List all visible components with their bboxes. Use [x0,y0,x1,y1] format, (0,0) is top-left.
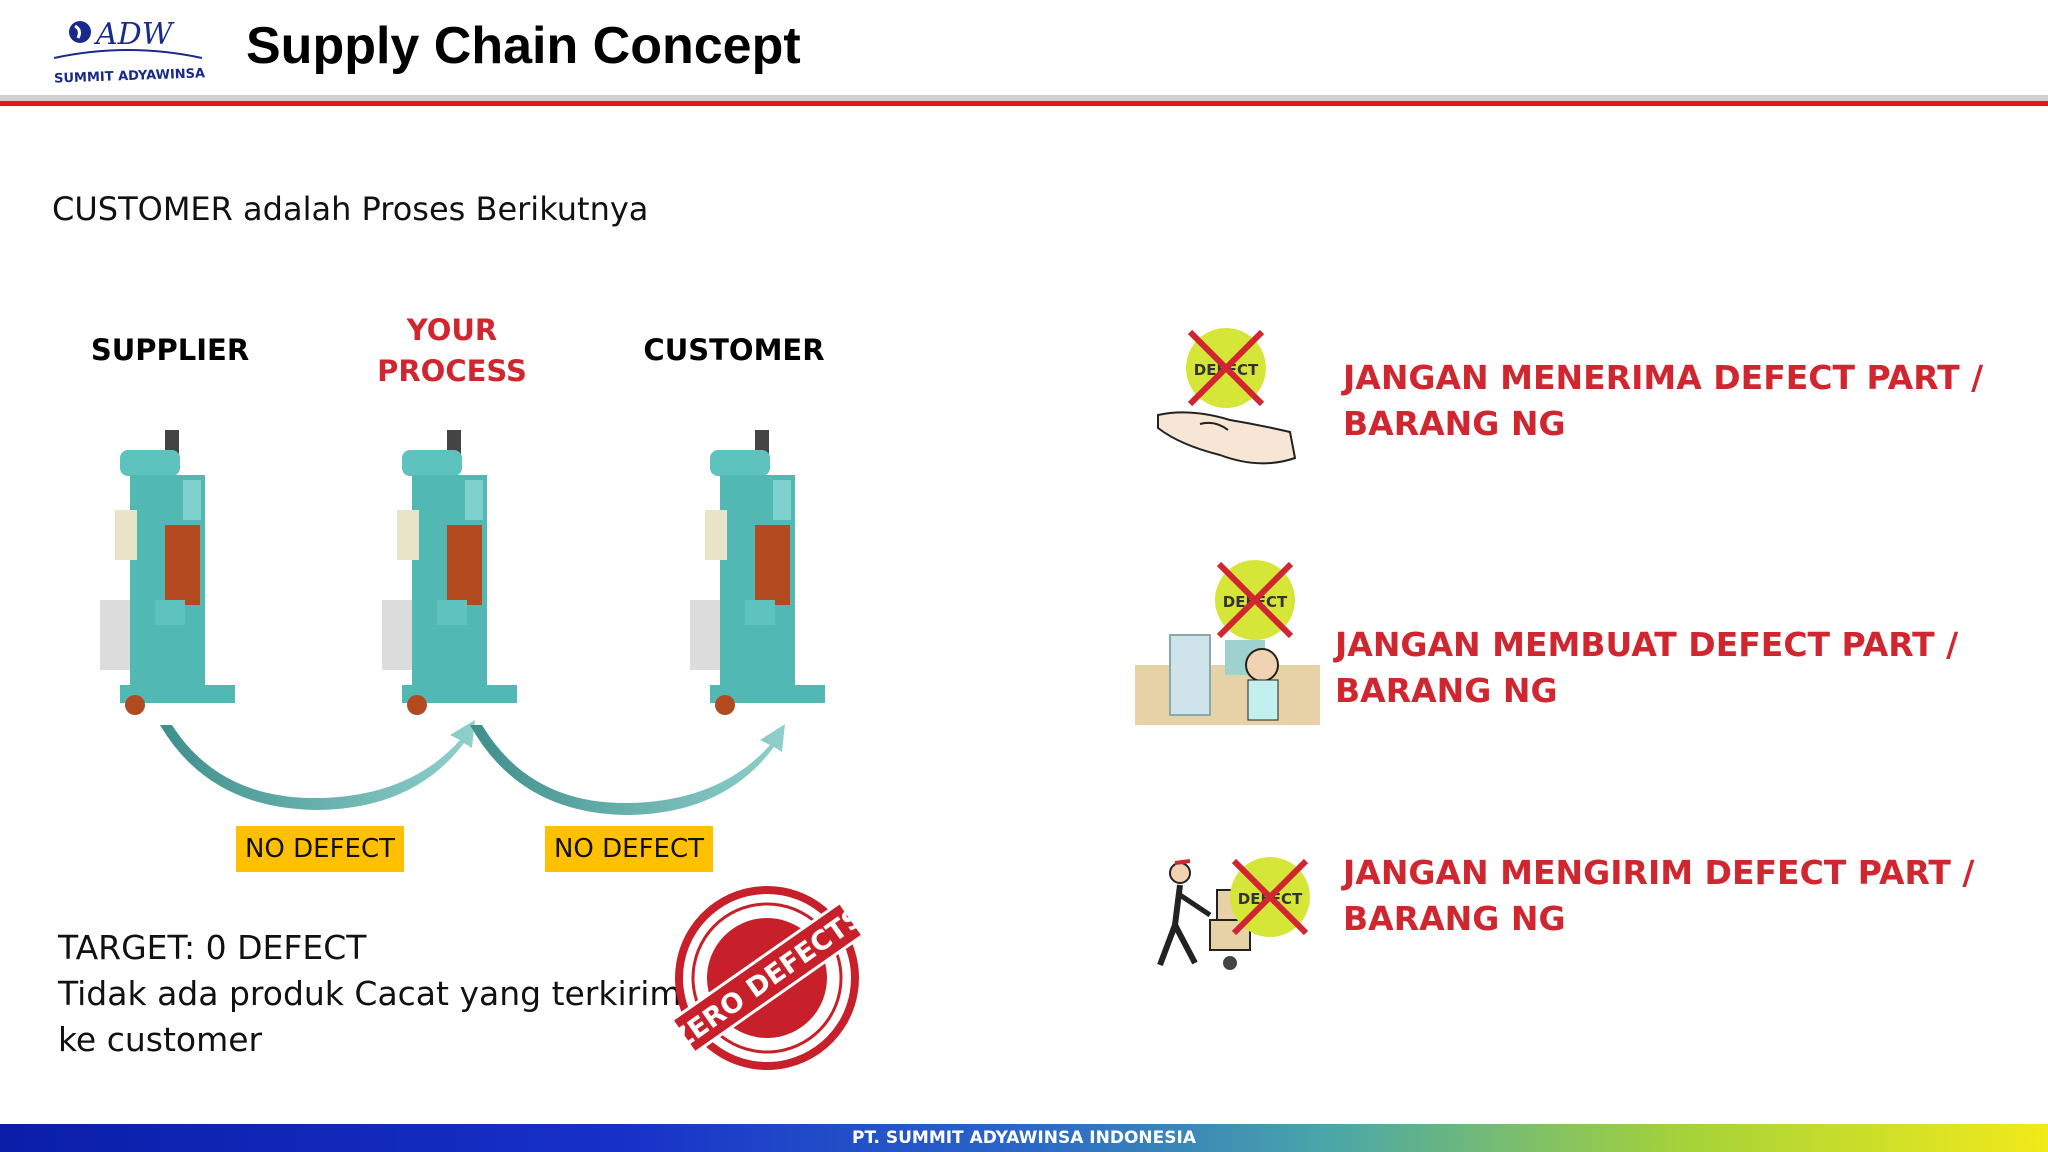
footer-bar: PT. SUMMIT ADYAWINSA INDONESIA [0,1124,2048,1152]
flow-arrows [160,720,785,815]
subtitle: CUSTOMER adalah Proses Berikutnya [52,190,649,228]
delivery-no-defect-icon: DEFECT [1157,857,1310,970]
rule-make-no-defect: JANGAN MEMBUAT DEFECT PART / BARANG NG [1335,625,1959,710]
target-line-3: ke customer [58,1020,263,1059]
svg-text:ADW: ADW [93,17,175,52]
supplier-machine-image [100,430,235,715]
footer-company-name: PT. SUMMIT ADYAWINSA INDONESIA [852,1128,1196,1148]
arrow-process-to-customer [470,724,785,815]
customer-machine-image [690,430,825,715]
header-divider-red [0,101,2048,106]
target-line-2: Tidak ada produk Cacat yang terkirim [58,974,682,1013]
rule-send-no-defect: JANGAN MENGIRIM DEFECT PART / BARANG NG [1343,853,1975,938]
receiving-hand-no-defect-icon: DEFECT [1157,328,1297,465]
company-logo: ADW SUMMIT ADYAWINSA [53,17,205,86]
header-divider-gray [0,95,2048,101]
stage-label-customer: CUSTOMER [643,333,825,367]
no-defect-badge-2: NO DEFECT [545,826,713,872]
worker-no-defect-icon: DEFECT [1135,560,1320,725]
your-process-machine-image [382,430,517,715]
zero-defects-stamp: ZERO DEFECTS [666,886,870,1070]
stage-label-supplier: SUPPLIER [90,333,250,367]
rule-receive-no-defect: JANGAN MENERIMA DEFECT PART / BARANG NG [1343,358,1984,443]
target-statement: TARGET: 0 DEFECT Tidak ada produk Cacat … [58,925,682,1063]
slide-header: ADW SUMMIT ADYAWINSA Supply Chain Concep… [0,0,2048,105]
page-title: Supply Chain Concept [246,17,801,75]
svg-text:SUMMIT ADYAWINSA: SUMMIT ADYAWINSA [54,66,205,86]
arrow-supplier-to-process [160,720,475,810]
no-defect-badge-1: NO DEFECT [236,826,404,872]
stage-label-your-process: YOUR PROCESS [377,313,527,388]
target-line-1: TARGET: 0 DEFECT [58,928,367,967]
